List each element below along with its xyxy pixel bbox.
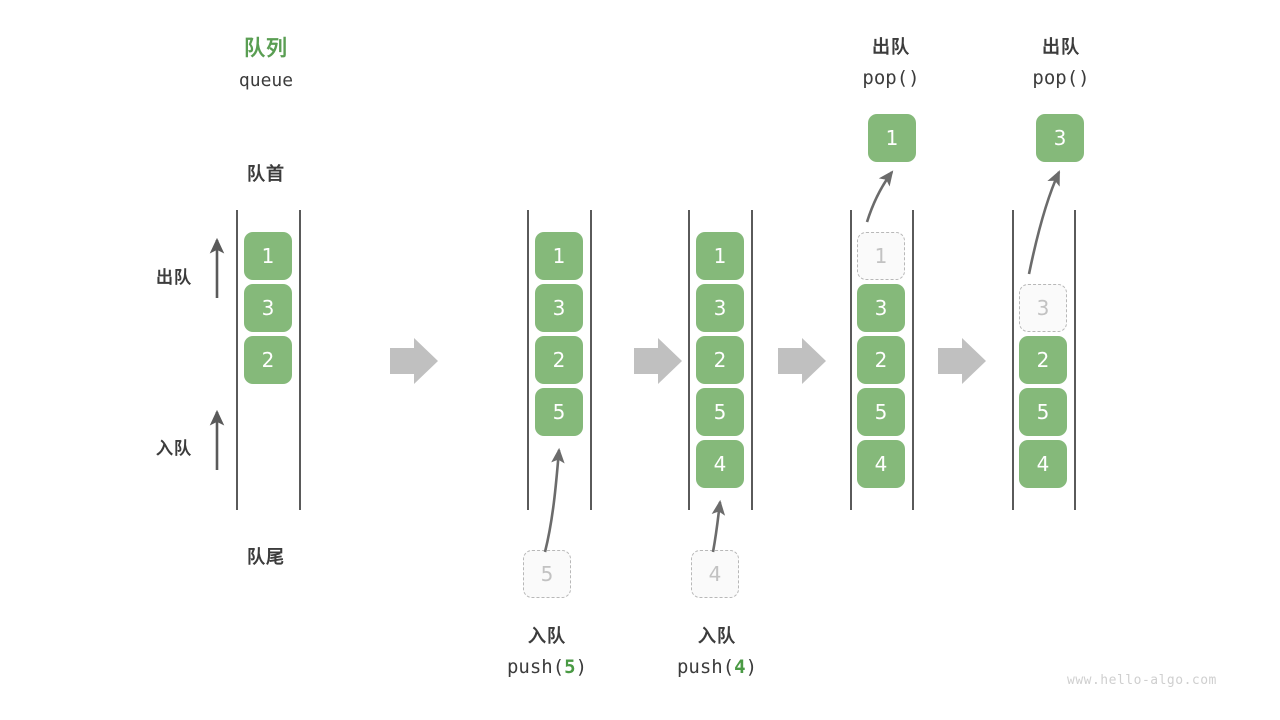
popped-element-ghost: 3 <box>1019 284 1067 332</box>
queue-cell: 3 <box>244 284 292 332</box>
rear-label: 队尾 <box>247 547 285 567</box>
queue-rail-left-p1 <box>236 210 238 510</box>
queue-cell: 3 <box>857 284 905 332</box>
front-label: 队首 <box>247 164 285 184</box>
queue-cell: 1 <box>244 232 292 280</box>
queue-rail-right-p5 <box>1074 210 1076 510</box>
push-code-prefix: push( <box>676 656 735 678</box>
pop-caption-code-p5: pop() <box>1032 67 1090 89</box>
popped-element-ghost: 1 <box>857 232 905 280</box>
queue-cell: 2 <box>857 336 905 384</box>
diagram-title-cn: 队列 <box>244 37 288 60</box>
queue-rail-right-p4 <box>912 210 914 510</box>
push-code-prefix: push( <box>506 656 565 678</box>
pop-arrow-p4 <box>865 170 894 223</box>
popped-element: 3 <box>1036 114 1084 162</box>
queue-rail-left-p5 <box>1012 210 1014 510</box>
pushed-element-ghost: 4 <box>691 550 739 598</box>
queue-cell: 4 <box>696 440 744 488</box>
pop-caption-cn-p4: 出队 <box>872 37 910 57</box>
transition-arrow-2 <box>634 338 682 384</box>
queue-rail-left-p3 <box>688 210 690 510</box>
queue-cell: 2 <box>244 336 292 384</box>
watermark: www.hello-algo.com <box>1067 673 1217 688</box>
queue-cell: 5 <box>535 388 583 436</box>
push-code-value: 4 <box>734 656 746 678</box>
enqueue-direction-label: 入队 <box>156 439 192 458</box>
queue-cell: 2 <box>1019 336 1067 384</box>
pop-arrow-p5 <box>1027 170 1061 275</box>
queue-cell: 1 <box>696 232 744 280</box>
push-caption-cn-p3: 入队 <box>698 626 736 646</box>
push-arrow-p2 <box>543 447 565 553</box>
queue-cell: 3 <box>696 284 744 332</box>
queue-cell: 1 <box>535 232 583 280</box>
dequeue-direction-label: 出队 <box>156 268 192 287</box>
push-caption-cn-p2: 入队 <box>528 626 566 646</box>
queue-rail-right-p2 <box>590 210 592 510</box>
queue-cell: 4 <box>857 440 905 488</box>
queue-cell: 5 <box>696 388 744 436</box>
queue-cell: 5 <box>857 388 905 436</box>
pushed-element-ghost: 5 <box>523 550 571 598</box>
queue-cell: 5 <box>1019 388 1067 436</box>
transition-arrow-1 <box>390 338 438 384</box>
queue-rail-right-p1 <box>299 210 301 510</box>
queue-cell: 2 <box>696 336 744 384</box>
push-caption-code-p3: push(4) <box>649 656 785 678</box>
push-code-suffix: ) <box>745 656 758 678</box>
queue-cell: 3 <box>535 284 583 332</box>
queue-cell: 4 <box>1019 440 1067 488</box>
push-code-value: 5 <box>564 656 576 678</box>
pop-caption-code-p4: pop() <box>862 67 920 89</box>
push-code-suffix: ) <box>575 656 588 678</box>
queue-cell: 2 <box>535 336 583 384</box>
diagram-title-code: queue <box>238 70 294 91</box>
popped-element: 1 <box>868 114 916 162</box>
queue-rail-left-p4 <box>850 210 852 510</box>
queue-rail-right-p3 <box>751 210 753 510</box>
pop-caption-cn-p5: 出队 <box>1042 37 1080 57</box>
queue-rail-left-p2 <box>527 210 529 510</box>
transition-arrow-4 <box>938 338 986 384</box>
push-caption-code-p2: push(5) <box>479 656 615 678</box>
push-arrow-p3 <box>711 499 726 553</box>
transition-arrow-3 <box>778 338 826 384</box>
